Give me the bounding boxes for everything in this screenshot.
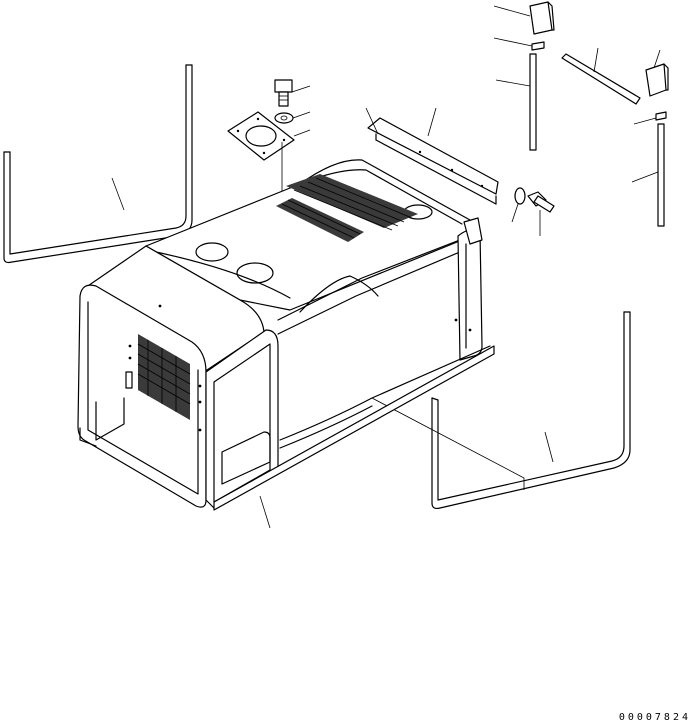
leader-line xyxy=(593,47,599,73)
top-vent xyxy=(286,174,418,231)
seal-strip-left xyxy=(3,64,193,264)
rubber-block xyxy=(645,63,669,97)
leader-line xyxy=(292,111,311,119)
clip xyxy=(655,111,667,121)
rubber-block xyxy=(529,1,555,35)
top-vent xyxy=(276,198,364,242)
leader-line xyxy=(511,203,519,223)
leader-line xyxy=(371,397,525,490)
leader-line xyxy=(493,5,531,17)
leader-line xyxy=(631,171,659,183)
leader-line xyxy=(291,85,311,93)
bolt xyxy=(527,191,555,213)
leader-line xyxy=(544,431,554,463)
seal-strip-right xyxy=(431,311,631,510)
bracket-rail xyxy=(367,117,499,205)
leader-line xyxy=(493,37,533,47)
leader-line xyxy=(365,107,379,135)
seal-strip-vertical xyxy=(657,123,665,227)
leader-line xyxy=(633,117,657,125)
hinge-bracket xyxy=(463,217,483,245)
drawing-reference-code: 00007824 xyxy=(618,712,691,723)
leader-line xyxy=(653,49,661,69)
leader-line xyxy=(259,495,271,529)
engine-hood xyxy=(77,159,495,511)
leader-line xyxy=(427,107,437,137)
washer xyxy=(274,112,294,124)
bolt xyxy=(274,79,293,107)
front-grille xyxy=(137,334,191,420)
cover-plate xyxy=(227,111,295,161)
seal-strip-diagonal xyxy=(561,53,641,105)
leader-line xyxy=(293,129,311,137)
seal-strip-vertical xyxy=(529,53,537,151)
leader-line xyxy=(495,79,531,87)
leader-line xyxy=(111,177,125,211)
clip xyxy=(531,41,545,51)
washer xyxy=(514,187,526,205)
